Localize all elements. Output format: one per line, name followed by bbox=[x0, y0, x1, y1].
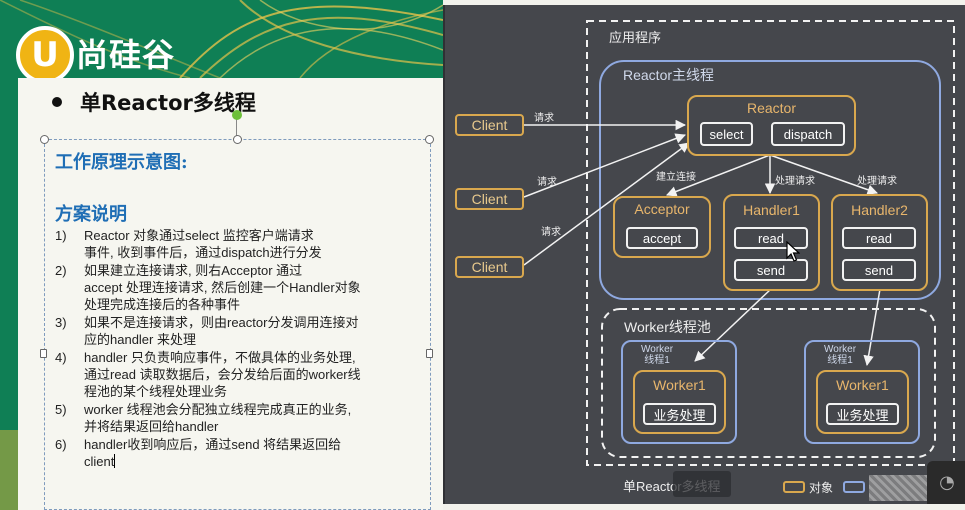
worker-title: Worker1 bbox=[653, 377, 706, 393]
step-line: client bbox=[84, 454, 115, 469]
acceptor-title: Acceptor bbox=[634, 201, 690, 217]
resize-handle-top[interactable] bbox=[233, 135, 242, 144]
step-number: 3) bbox=[55, 315, 67, 330]
client-box: Client bbox=[455, 256, 524, 278]
connect-label: 建立连接 bbox=[656, 172, 696, 183]
step-line: 应的handler 来处理 bbox=[84, 332, 196, 347]
blurred-watermark bbox=[869, 475, 929, 501]
reactor-diagram: 应用程序 Reactor主线程 Worker线程池 Client Client … bbox=[443, 5, 965, 504]
acceptor-box: Acceptor accept bbox=[613, 196, 711, 258]
client-box: Client bbox=[455, 188, 524, 210]
step-item: 3) 如果不是连接请求，则由reactor分发调用连接对 应的handler 来… bbox=[55, 314, 427, 348]
header-banner: U 尚硅谷 bbox=[0, 0, 443, 78]
step-item: 4) handler 只负责响应事件，不做具体的业务处理, 通过read 读取数… bbox=[55, 349, 427, 400]
business-method: 业务处理 bbox=[643, 403, 716, 425]
application-frame bbox=[586, 20, 955, 466]
legend-object-label: 对象 bbox=[809, 481, 834, 495]
step-item: 2) 如果建立连接请求, 则右Acceptor 通过 accept 处理连接请求… bbox=[55, 262, 427, 313]
video-overlay bbox=[673, 471, 731, 497]
worker-box: Worker1 业务处理 bbox=[816, 370, 909, 434]
step-number: 6) bbox=[55, 437, 67, 452]
dispatch-method: dispatch bbox=[771, 122, 845, 146]
step-number: 5) bbox=[55, 402, 67, 417]
brand-name: 尚硅谷 bbox=[76, 36, 176, 74]
handler2-box: Handler2 read send bbox=[831, 194, 928, 291]
step-number: 4) bbox=[55, 350, 67, 365]
business-method: 业务处理 bbox=[826, 403, 899, 425]
left-decor-strip bbox=[0, 78, 18, 510]
step-line: 处理完成连接后的各种事件 bbox=[84, 297, 241, 312]
bullet-icon bbox=[52, 97, 62, 107]
step-item: 1) Reactor 对象通过select 监控客户端请求 事件, 收到事件后，… bbox=[55, 227, 427, 261]
resize-handle-tr[interactable] bbox=[425, 135, 434, 144]
step-line: 程池的某个线程处理业务 bbox=[84, 384, 228, 399]
step-line: 并将结果返回给handler bbox=[84, 419, 219, 434]
reactor-title: Reactor bbox=[746, 100, 797, 116]
step-line: worker 线程池会分配独立线程完成真正的业务, bbox=[84, 402, 352, 417]
step-line: handler 只负责响应事件，不做具体的业务处理, bbox=[84, 350, 356, 365]
send-method: send bbox=[734, 259, 808, 281]
step-item: 5) worker 线程池会分配独立线程完成真正的业务, 并将结果返回给hand… bbox=[55, 401, 427, 435]
reactor-box: Reactor select dispatch bbox=[687, 95, 856, 156]
step-line: Reactor 对象通过select 监控客户端请求 bbox=[84, 228, 314, 243]
select-method: select bbox=[700, 122, 753, 146]
corner-control-icon[interactable]: ◔ bbox=[927, 461, 965, 504]
worker-pool-label: Worker线程池 bbox=[624, 319, 711, 335]
section-heading-diagram: 工作原理示意图: bbox=[55, 152, 188, 173]
client-box: Client bbox=[455, 114, 524, 136]
step-number: 1) bbox=[55, 228, 67, 243]
legend-thread-swatch bbox=[843, 481, 865, 493]
main-thread-label: Reactor主线程 bbox=[623, 67, 715, 83]
mouse-pointer-icon bbox=[786, 241, 800, 262]
section-heading-explanation: 方案说明 bbox=[55, 204, 127, 225]
legend-object-swatch bbox=[783, 481, 805, 493]
worker-box: Worker1 业务处理 bbox=[633, 370, 726, 434]
process-label: 处理请求 bbox=[775, 176, 815, 187]
handler1-title: Handler1 bbox=[743, 202, 800, 218]
step-line: 事件, 收到事件后，通过dispatch进行分发 bbox=[84, 245, 322, 260]
resize-handle-right[interactable] bbox=[426, 349, 433, 358]
read-method: read bbox=[842, 227, 916, 249]
slide-title-row: 单Reactor多线程 bbox=[52, 88, 256, 116]
step-line: handler收到响应后，通过send 将结果返回给 bbox=[84, 437, 342, 452]
accept-method: accept bbox=[626, 227, 698, 249]
worker-title: Worker1 bbox=[836, 377, 889, 393]
brand-logo: U bbox=[16, 26, 74, 78]
banner-decoration bbox=[0, 0, 443, 78]
logo-letter: U bbox=[31, 35, 59, 75]
handler1-box: Handler1 read send bbox=[723, 194, 820, 291]
step-line: 如果建立连接请求, 则右Acceptor 通过 bbox=[84, 263, 303, 278]
resize-handle-tl[interactable] bbox=[40, 135, 49, 144]
text-caret bbox=[114, 454, 116, 468]
request-label: 请求 bbox=[537, 177, 557, 188]
resize-handle-left[interactable] bbox=[40, 349, 47, 358]
steps-list: 1) Reactor 对象通过select 监控客户端请求 事件, 收到事件后，… bbox=[55, 227, 427, 470]
send-method: send bbox=[842, 259, 916, 281]
slide-title: 单Reactor多线程 bbox=[80, 91, 256, 115]
rotate-handle[interactable] bbox=[232, 110, 242, 120]
handler2-title: Handler2 bbox=[851, 202, 908, 218]
diagram-connectors bbox=[523, 20, 955, 466]
app-label: 应用程序 bbox=[609, 30, 662, 45]
process-label: 处理请求 bbox=[857, 176, 897, 187]
request-label: 请求 bbox=[534, 113, 554, 124]
step-number: 2) bbox=[55, 263, 67, 278]
rotation-line bbox=[236, 119, 237, 139]
step-line: 通过read 读取数据后，会分发给后面的worker线 bbox=[84, 367, 361, 382]
step-line: accept 处理连接请求, 然后创建一个Handler对象 bbox=[84, 280, 361, 295]
main-thread-frame bbox=[599, 60, 941, 300]
request-label: 请求 bbox=[541, 227, 561, 238]
slide-panel: U 尚硅谷 单Reactor多线程 工作原理示意图: 方案说明 1) React… bbox=[0, 0, 443, 510]
step-item: 6) handler收到响应后，通过send 将结果返回给 client bbox=[55, 436, 427, 470]
worker-pool-frame bbox=[601, 308, 936, 458]
step-line: 如果不是连接请求，则由reactor分发调用连接对 bbox=[84, 315, 359, 330]
read-method: read bbox=[734, 227, 808, 249]
